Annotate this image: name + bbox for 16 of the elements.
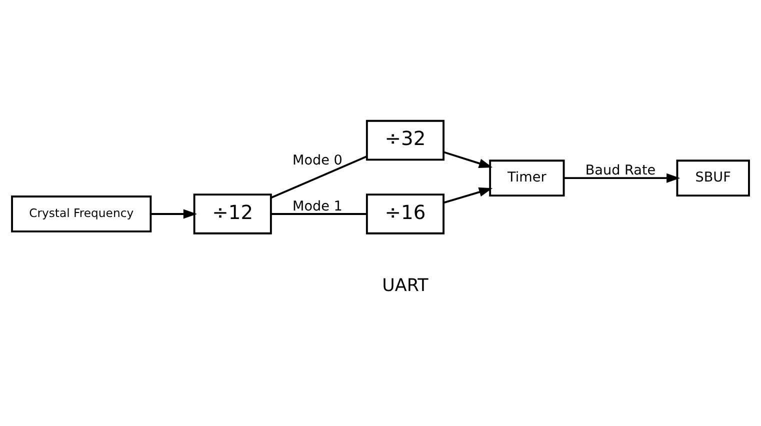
connector xyxy=(271,213,367,215)
arrow xyxy=(443,151,493,168)
node-box: Crystal Frequency xyxy=(11,196,152,232)
arrow xyxy=(443,187,493,204)
node-box: ÷16 xyxy=(366,194,444,234)
edge-label: Baud Rate xyxy=(585,162,656,178)
node-box: Timer xyxy=(489,160,565,197)
edge-label: Mode 1 xyxy=(292,198,342,214)
node-box: SBUF xyxy=(676,160,750,197)
arrow xyxy=(150,209,198,219)
label: UART xyxy=(382,276,428,296)
edge-label: Mode 0 xyxy=(292,152,342,169)
connector xyxy=(270,156,368,199)
node-box: ÷32 xyxy=(366,120,444,161)
arrow xyxy=(564,173,680,183)
node-box: ÷12 xyxy=(193,194,272,234)
